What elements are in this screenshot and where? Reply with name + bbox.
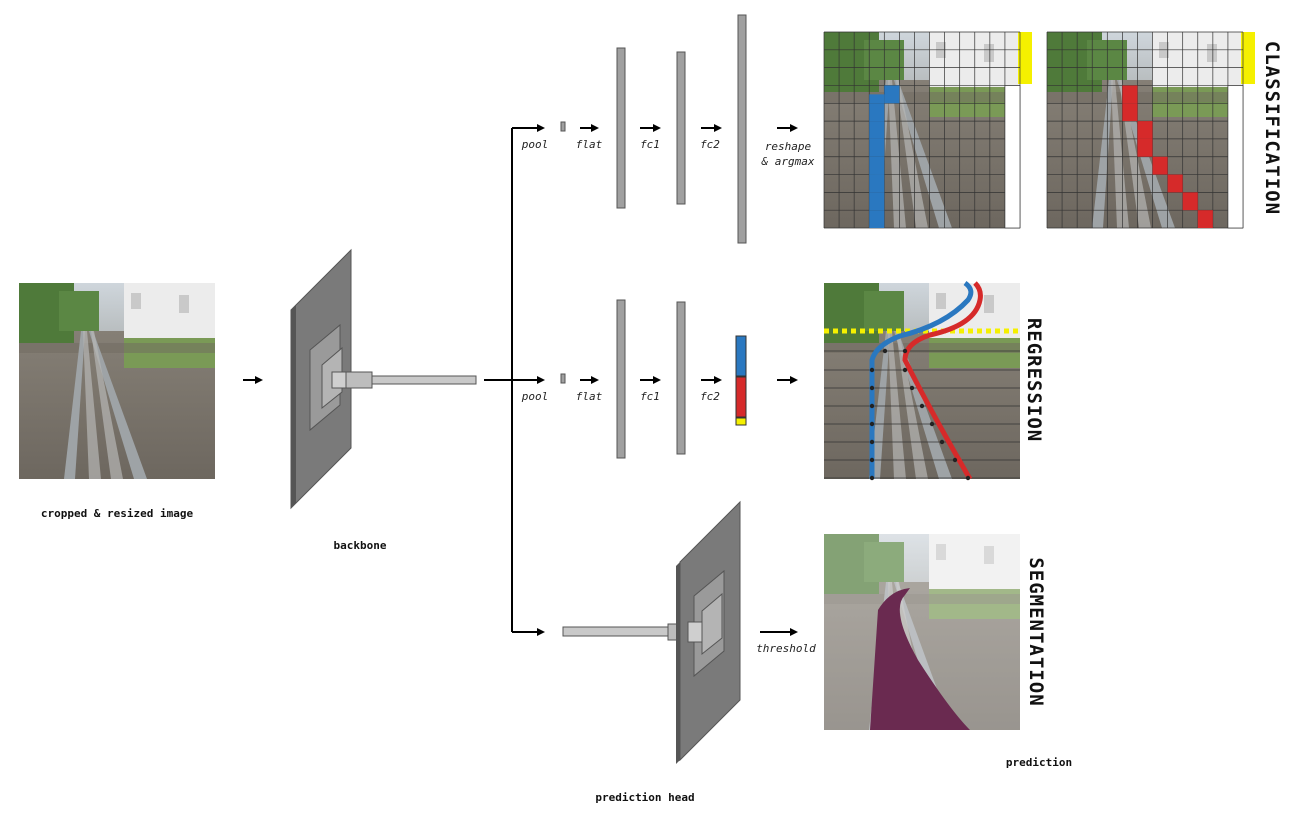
regression-head bbox=[560, 299, 798, 459]
op-fc2-2: fc2 bbox=[700, 390, 720, 403]
op-fc1-2: fc1 bbox=[640, 390, 660, 403]
class-cell bbox=[869, 94, 885, 104]
marker-column bbox=[1227, 85, 1244, 229]
right-rail-point bbox=[919, 403, 925, 409]
class-cell bbox=[869, 103, 885, 122]
title-regression: REGRESSION bbox=[1023, 318, 1045, 442]
out-block-1 bbox=[737, 14, 747, 244]
class-cell bbox=[1197, 210, 1213, 228]
out-right-rail bbox=[735, 376, 747, 418]
class-cell bbox=[1122, 103, 1138, 122]
right-rail-curve bbox=[902, 281, 983, 481]
class-cell bbox=[1137, 138, 1153, 157]
class-cell bbox=[1122, 85, 1138, 104]
class-cell bbox=[1167, 174, 1183, 193]
left-rail-point bbox=[869, 367, 875, 373]
right-rail-point bbox=[909, 385, 915, 391]
classification-output-right bbox=[1046, 31, 1255, 229]
classification-output-left bbox=[823, 31, 1032, 229]
op-threshold: threshold bbox=[756, 642, 816, 655]
op-pool-1: pool bbox=[521, 138, 549, 151]
left-rail-point bbox=[869, 475, 875, 481]
title-segmentation: SEGMENTATION bbox=[1025, 557, 1047, 706]
class-cell bbox=[1152, 156, 1168, 175]
op-pool-2: pool bbox=[521, 390, 549, 403]
left-rail-point bbox=[869, 457, 875, 463]
marker-column bbox=[1004, 85, 1021, 229]
class-cell bbox=[869, 210, 885, 228]
classification-head bbox=[560, 14, 798, 244]
op-argmax: & argmax bbox=[761, 155, 815, 168]
fc1-block-1 bbox=[616, 47, 626, 209]
left-rail-point bbox=[869, 421, 875, 427]
right-rail-point bbox=[939, 439, 945, 445]
op-reshape: reshape bbox=[765, 140, 812, 153]
right-rail-point bbox=[965, 475, 971, 481]
left-rail-point bbox=[869, 439, 875, 445]
class-cell bbox=[1137, 121, 1153, 139]
class-cell bbox=[869, 156, 885, 175]
right-rail-point bbox=[929, 421, 935, 427]
branch-connector bbox=[484, 124, 545, 636]
class-cell bbox=[869, 192, 885, 211]
pool-block-2 bbox=[560, 373, 566, 384]
right-rail-point bbox=[952, 457, 958, 463]
backbone-caption: backbone bbox=[334, 539, 387, 552]
class-cell bbox=[869, 138, 885, 157]
fc1-block-2 bbox=[616, 299, 626, 459]
right-rail-point bbox=[902, 367, 908, 373]
prediction-caption: prediction bbox=[1006, 756, 1072, 769]
class-cell bbox=[1182, 192, 1198, 211]
segmentation-head-block bbox=[562, 500, 798, 764]
left-rail-point bbox=[869, 385, 875, 391]
class-cell bbox=[884, 85, 900, 104]
left-rail-curve bbox=[869, 280, 974, 479]
out-left-rail bbox=[735, 335, 747, 377]
rail-mask bbox=[870, 588, 970, 730]
segmentation-output bbox=[824, 534, 1020, 730]
input-caption: cropped & resized image bbox=[41, 507, 194, 520]
left-rail-point bbox=[882, 348, 888, 354]
class-cell bbox=[869, 174, 885, 193]
op-fc2-1: fc2 bbox=[700, 138, 720, 151]
regression-output bbox=[824, 280, 1020, 481]
title-classification: CLASSIFICATION bbox=[1261, 41, 1283, 215]
op-flat-1: flat bbox=[576, 138, 603, 151]
op-flat-2: flat bbox=[576, 390, 603, 403]
head-caption: prediction head bbox=[595, 791, 694, 804]
fc2-block-1 bbox=[676, 51, 686, 205]
op-fc1-1: fc1 bbox=[640, 138, 660, 151]
pool-block-1 bbox=[560, 121, 566, 132]
fc2-block-2 bbox=[676, 301, 686, 455]
left-rail-point bbox=[869, 403, 875, 409]
class-cell bbox=[869, 121, 885, 139]
out-marker bbox=[735, 417, 747, 426]
right-rail-point bbox=[902, 348, 908, 354]
backbone-block bbox=[290, 248, 477, 510]
input-image bbox=[19, 283, 215, 479]
